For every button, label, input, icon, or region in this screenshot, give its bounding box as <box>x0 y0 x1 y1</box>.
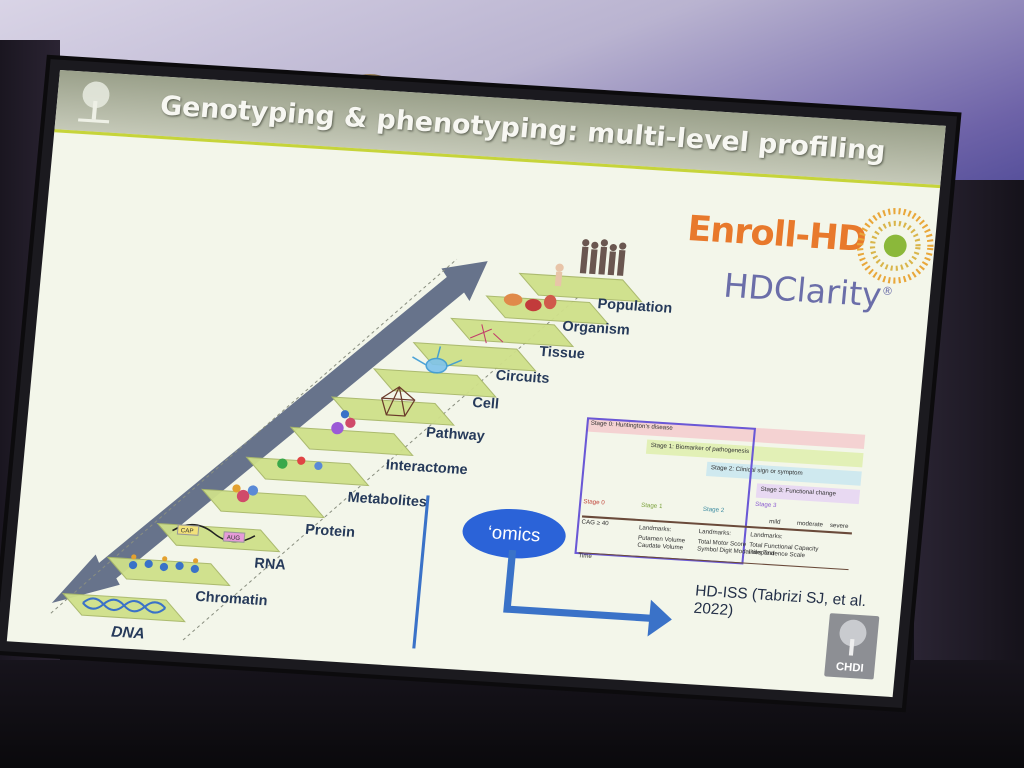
chdi-logo: CHDI <box>824 613 880 680</box>
level-label-protein: Protein <box>304 520 356 541</box>
projection-screen: Genotyping & phenotyping: multi-level pr… <box>6 70 946 698</box>
rna-strand-icon <box>172 523 256 543</box>
profiling-staircase-diagram <box>50 258 578 641</box>
neural-circuit-icon <box>469 324 504 344</box>
severity-severe: severe <box>829 522 849 531</box>
chdi-label: CHDI <box>835 660 865 675</box>
level-label-tissue: Tissue <box>538 342 586 362</box>
rna-cap-tag: CAP <box>180 527 193 535</box>
registered-mark: ® <box>881 284 894 299</box>
stage-col-1: Stage 1 <box>640 502 663 511</box>
metabolites-icon <box>277 456 323 471</box>
severity-mild: mild <box>768 519 781 526</box>
dna-helix-icon <box>82 597 167 614</box>
landmarks-stage-3: Landmarks: <box>749 532 783 541</box>
level-label-rna: RNA <box>253 554 287 573</box>
stage-col-3: Stage 3 <box>754 501 777 510</box>
step-plates: CAP AUG <box>61 239 643 623</box>
human-body-icon <box>554 263 564 287</box>
population-people-icon <box>579 239 627 276</box>
tree-logo-icon <box>78 81 110 124</box>
hd-iss-staging-figure: Stage 0: Huntington's disease Stage 1: B… <box>574 417 866 577</box>
level-label-cell: Cell <box>471 393 500 412</box>
enroll-hd-sunburst-icon <box>856 208 934 284</box>
omics-flow-arrow-icon <box>503 549 672 637</box>
protein-structure-icon <box>232 484 259 503</box>
level-label-dna: DNA <box>110 623 146 643</box>
stage-col-0: Stage 0 <box>583 499 605 507</box>
cell-neuron-icon <box>412 346 463 374</box>
organ-icons <box>503 293 557 312</box>
rna-aug-tag: AUG <box>226 534 240 542</box>
stage-col-2: Stage 2 <box>702 506 725 515</box>
time-axis-label: Time <box>578 553 593 561</box>
interactome-icon <box>331 410 356 435</box>
chdi-tree-icon <box>839 619 867 656</box>
pathway-network-icon <box>380 386 416 417</box>
level-label-circuits: Circuits <box>495 366 551 387</box>
chromatin-icon <box>128 554 199 574</box>
severity-moderate: moderate <box>796 520 824 529</box>
